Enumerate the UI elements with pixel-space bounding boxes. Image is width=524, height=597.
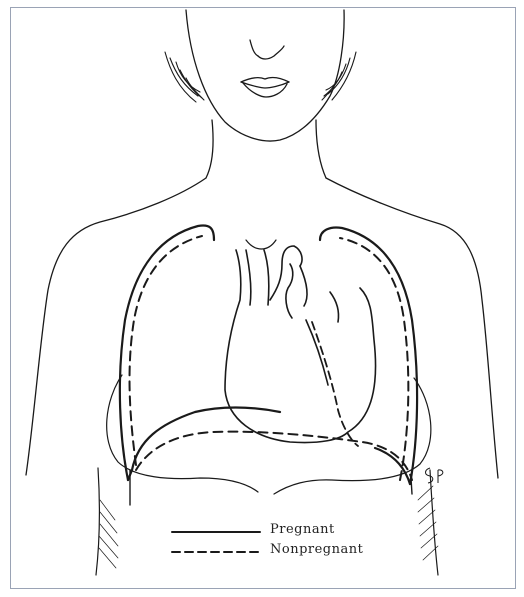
hatching-left [99, 500, 118, 568]
sternal-notch [246, 240, 276, 249]
legend-label-nonpregnant: Nonpregnant [270, 542, 363, 557]
heart-septum-nonpregnant [312, 322, 358, 446]
lung-tip-mark-right [411, 478, 412, 494]
hatching-right [418, 486, 438, 560]
lung-outline-nonpregnant [130, 236, 412, 480]
lung-outline-pregnant [120, 226, 417, 484]
legend-label-pregnant: Pregnant [270, 522, 335, 537]
heart-drawing [225, 246, 376, 443]
breast-contours [96, 375, 438, 575]
torso-outline [26, 120, 498, 478]
artist-signature [426, 468, 443, 483]
face-drawing [186, 10, 344, 141]
